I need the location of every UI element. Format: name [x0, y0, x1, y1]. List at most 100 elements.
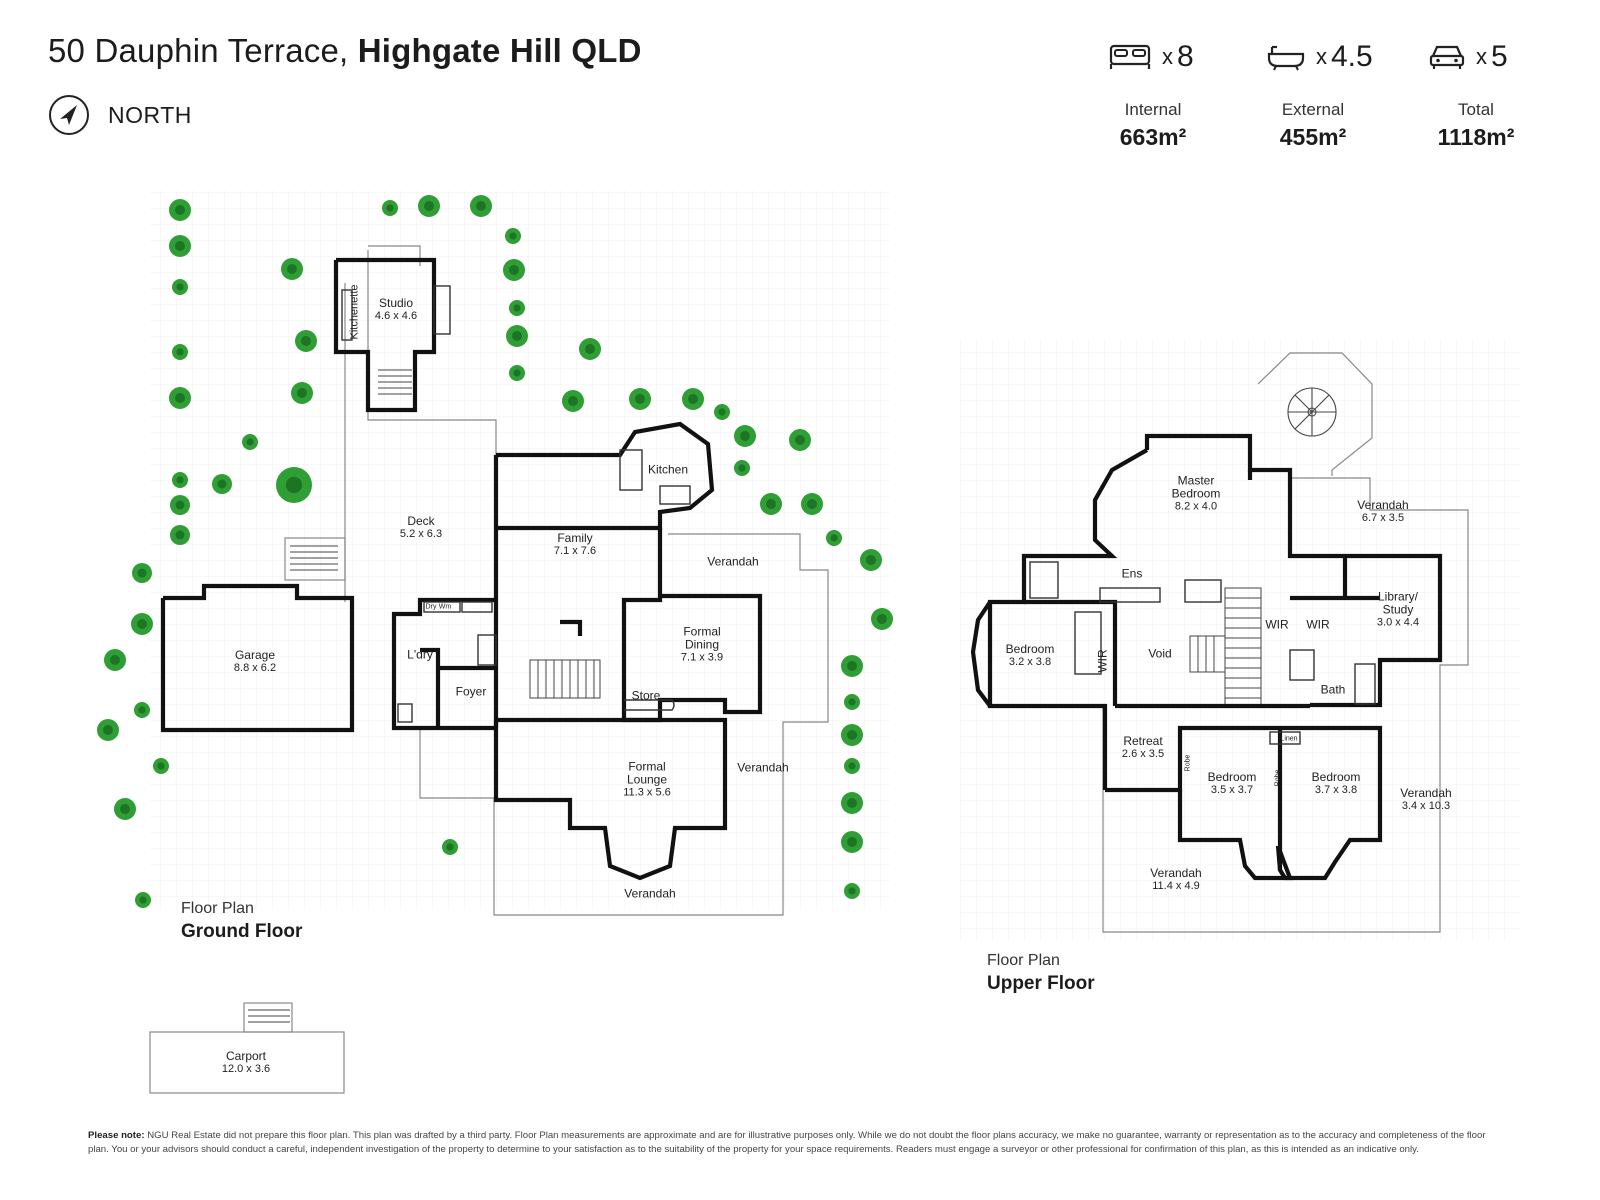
- tree-icon: [169, 235, 191, 257]
- tree-icon: [281, 258, 303, 280]
- room-linen: Linen: [1280, 735, 1298, 743]
- ground-outdoor-lines: [149, 245, 829, 1094]
- upper-walls: [970, 433, 1443, 881]
- room-dry: Dry: [425, 603, 437, 611]
- bath-x: x: [1316, 44, 1327, 69]
- tree-icon: [579, 338, 601, 360]
- tree-icon: [470, 195, 492, 217]
- tree-icon: [734, 425, 756, 447]
- total-area: Total 1118m²: [1406, 100, 1546, 151]
- tree-icon: [170, 525, 190, 545]
- tree-icon: [172, 472, 188, 488]
- bedroom-count: 8: [1177, 40, 1194, 73]
- tree-icon: [629, 388, 651, 410]
- room-store: Store: [631, 688, 661, 703]
- tree-icon: [860, 549, 882, 571]
- tree-icon: [760, 493, 782, 515]
- tree-icon: [169, 199, 191, 221]
- tree-icon: [841, 655, 863, 677]
- tree-icon: [841, 724, 863, 746]
- car-stat: x 5: [1428, 40, 1508, 74]
- tree-icon: [841, 831, 863, 853]
- ground-floor-label: Floor Plan: [181, 900, 254, 917]
- tree-icon: [509, 365, 525, 381]
- upper-floor-label: Floor Plan: [987, 952, 1060, 969]
- property-title: 50 Dauphin Terrace, Highgate Hill QLD: [48, 32, 642, 70]
- room-ens: Ens: [1121, 566, 1143, 581]
- tree-icon: [505, 228, 521, 244]
- tree-icon: [826, 530, 842, 546]
- room-wir-3: WIR: [1306, 617, 1330, 632]
- tree-icon: [382, 200, 398, 216]
- tree-icon: [506, 325, 528, 347]
- external-label: External: [1281, 100, 1345, 119]
- room-wm: Wm: [438, 603, 452, 611]
- upper-floor-name: Upper Floor: [987, 973, 1095, 994]
- tree-icon: [172, 279, 188, 295]
- room-verandah-3: Verandah: [624, 886, 676, 901]
- tree-icon: [212, 474, 232, 494]
- tree-icon: [295, 330, 317, 352]
- tree-icon: [789, 429, 811, 451]
- tree-icon: [132, 563, 152, 583]
- bedroom-stat: x 8: [1108, 40, 1194, 74]
- disclaimer: Please note: NGU Real Estate did not pre…: [88, 1129, 1488, 1157]
- tree-icon: [734, 460, 750, 476]
- compass-icon: [49, 95, 89, 135]
- tree-icon: [714, 404, 730, 420]
- tree-icon: [844, 758, 860, 774]
- tree-icon: [104, 649, 126, 671]
- tree-icon: [291, 382, 313, 404]
- tree-icon: [682, 388, 704, 410]
- north-label: NORTH: [108, 101, 192, 128]
- address-text: 50 Dauphin Terrace,: [48, 32, 349, 69]
- car-x: x: [1476, 44, 1487, 69]
- ground-stairs: [248, 369, 601, 1023]
- room-bath: Bath: [1320, 682, 1346, 697]
- bathroom-count: 4.5: [1331, 40, 1373, 73]
- room-kitchenette: Kitchenette: [348, 284, 361, 340]
- car-count: 5: [1491, 40, 1508, 73]
- north-indicator: NORTH: [48, 94, 192, 136]
- tree-icon: [172, 344, 188, 360]
- bed-x: x: [1162, 44, 1173, 69]
- tree-icon: [97, 719, 119, 741]
- tree-icon: [131, 613, 153, 635]
- tree-icon: [801, 493, 823, 515]
- bathroom-stat: x 4.5: [1266, 40, 1373, 74]
- locality-text: Highgate Hill QLD: [357, 32, 642, 69]
- room-kitchen: Kitchen: [647, 462, 689, 477]
- tree-icon: [509, 300, 525, 316]
- room-wir-2: WIR: [1265, 617, 1289, 632]
- disclaimer-lead: Please note:: [88, 1130, 145, 1141]
- tree-icon: [871, 608, 893, 630]
- upper-outdoor-lines: [1102, 352, 1469, 933]
- room-wir-1: WIR: [1095, 649, 1110, 673]
- external-value: 455m²: [1279, 124, 1347, 150]
- room-verandah-2: Verandah: [737, 760, 789, 775]
- ground-floor-plan: [149, 245, 829, 1094]
- ground-floor-name: Ground Floor: [181, 921, 303, 942]
- tree-icon: [242, 434, 258, 450]
- tree-icon: [418, 195, 440, 217]
- tree-icon: [134, 702, 150, 718]
- tree-icon: [844, 694, 860, 710]
- disclaimer-text: NGU Real Estate did not prepare this flo…: [88, 1130, 1486, 1155]
- tree-icon: [562, 390, 584, 412]
- bath-icon: [1267, 45, 1305, 71]
- total-label: Total: [1458, 100, 1494, 119]
